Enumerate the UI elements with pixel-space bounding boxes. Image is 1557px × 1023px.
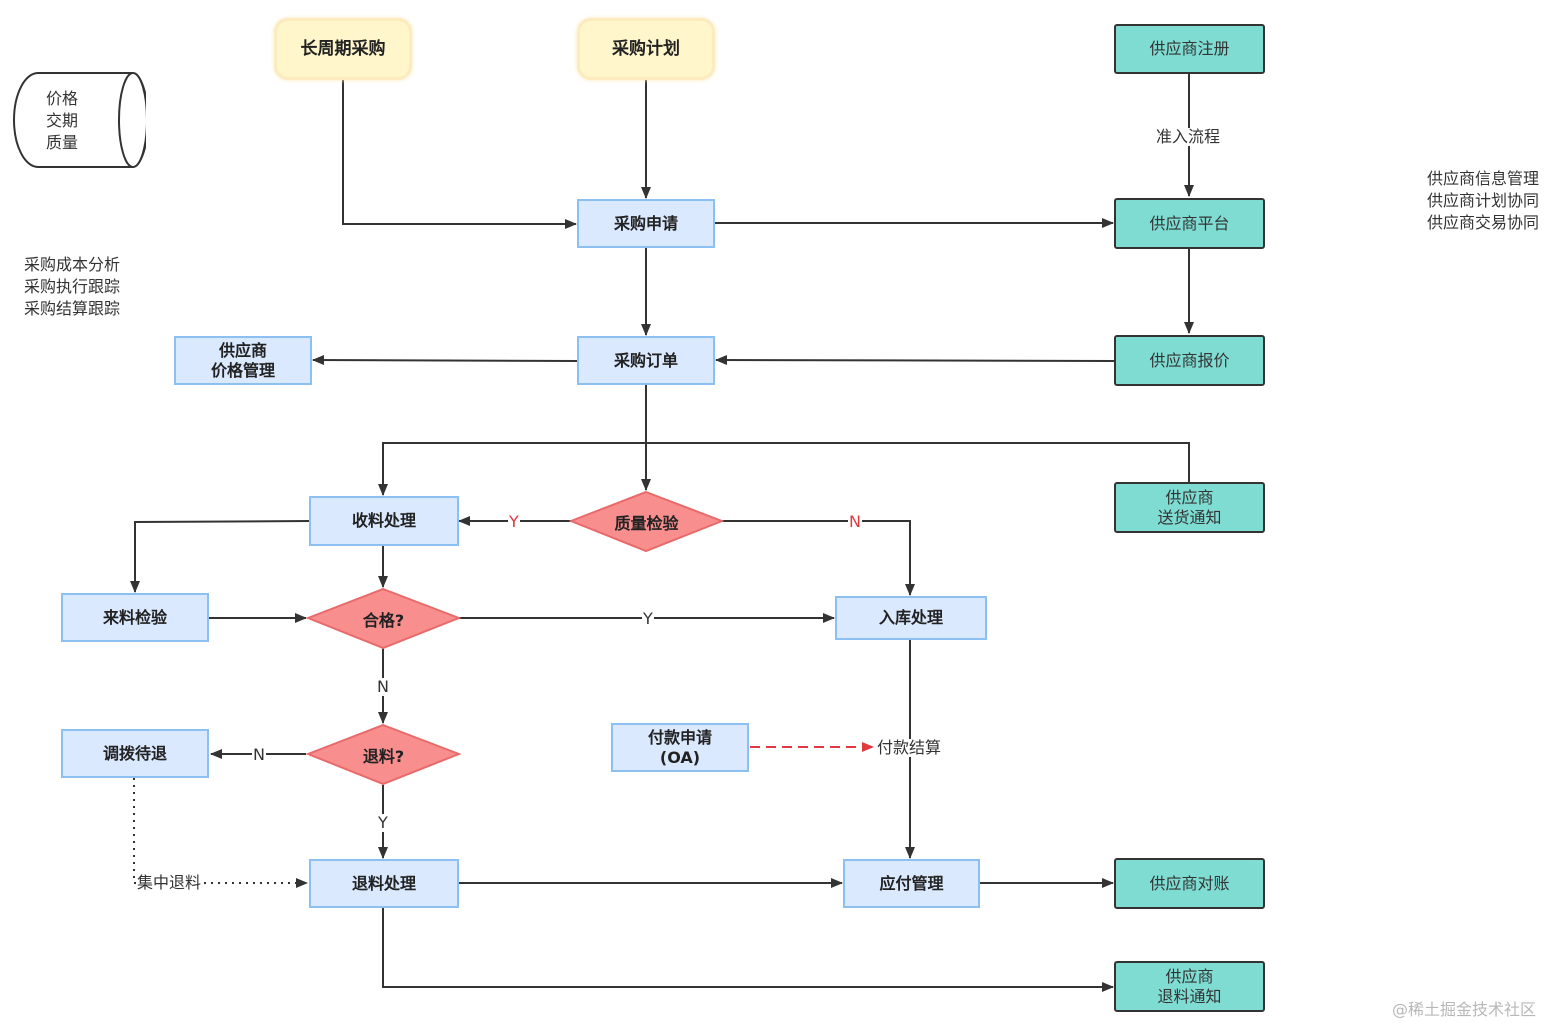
node-transfer-wait-label: 调拨待退 <box>102 743 167 763</box>
node-payable[interactable]: 应付管理 <box>843 859 980 908</box>
cylinder-line1: 价格 <box>46 89 79 108</box>
node-procurement-apply-label: 采购申请 <box>613 213 678 233</box>
edge-receive-to-inspect <box>130 520 311 593</box>
note-right: 供应商信息管理 供应商计划协同 供应商交易协同 <box>1427 168 1539 234</box>
node-transfer-wait[interactable]: 调拨待退 <box>61 729 209 778</box>
label-payment-settle: 付款结算 <box>876 738 943 757</box>
note-left-line1: 采购成本分析 <box>24 255 121 274</box>
label-qc-yes: Y <box>508 512 520 531</box>
node-supplier-platform[interactable]: 供应商平台 <box>1114 198 1265 249</box>
note-left-line3: 采购结算跟踪 <box>24 299 121 318</box>
node-supplier-delivery[interactable]: 供应商 送货通知 <box>1114 482 1265 533</box>
node-payment-apply[interactable]: 付款申请 (OA) <box>611 723 749 772</box>
node-supplier-register-label: 供应商注册 <box>1149 39 1230 59</box>
node-incoming-inspect-label: 来料检验 <box>102 607 167 627</box>
decision-qualified-label: 合格? <box>362 610 405 630</box>
label-admission: 准入流程 <box>1155 127 1222 146</box>
node-receive-label: 收料处理 <box>351 511 416 531</box>
node-supplier-price-l1: 供应商 <box>218 341 267 361</box>
node-return-process[interactable]: 退料处理 <box>309 859 459 908</box>
edge-quality-to-warehouse <box>722 520 915 596</box>
node-payable-label: 应付管理 <box>879 873 944 893</box>
node-supplier-price-l2: 价格管理 <box>210 360 275 380</box>
note-right-line3: 供应商交易协同 <box>1427 213 1540 232</box>
label-qc-no: N <box>848 512 862 531</box>
decision-return-label: 退料? <box>362 746 405 766</box>
decision-quality-check[interactable]: 质量检验 <box>569 490 724 553</box>
node-supplier-quote-label: 供应商报价 <box>1149 350 1230 370</box>
note-right-line1: 供应商信息管理 <box>1427 169 1540 188</box>
node-supplier-delivery-l2: 送货通知 <box>1157 507 1222 527</box>
node-purchase-order-label: 采购订单 <box>613 350 678 370</box>
node-supplier-platform-label: 供应商平台 <box>1149 213 1230 233</box>
node-procurement-plan-label: 采购计划 <box>612 38 680 59</box>
node-receive-process[interactable]: 收料处理 <box>309 496 459 546</box>
node-procurement-plan[interactable]: 采购计划 <box>577 18 715 80</box>
node-supplier-return-notice[interactable]: 供应商 退料通知 <box>1114 961 1265 1012</box>
node-supplier-return-l1: 供应商 <box>1165 967 1214 987</box>
node-supplier-register[interactable]: 供应商注册 <box>1114 24 1265 74</box>
node-warehouse-label: 入库处理 <box>878 608 943 628</box>
edge-process-to-returnnotice <box>382 908 1114 992</box>
note-left: 采购成本分析 采购执行跟踪 采购结算跟踪 <box>24 254 120 320</box>
node-incoming-inspect[interactable]: 来料检验 <box>61 593 209 642</box>
decision-return[interactable]: 退料? <box>306 723 461 786</box>
node-supplier-delivery-l1: 供应商 <box>1165 488 1214 508</box>
watermark: @稀土掘金技术社区 <box>1392 1000 1537 1019</box>
edge-delivery-to-receive <box>378 442 1190 496</box>
edge-quote-to-order <box>715 355 1115 366</box>
label-central-return: 集中退料 <box>136 873 203 892</box>
node-long-cycle-procurement[interactable]: 长周期采购 <box>274 18 412 80</box>
edge-transfer-central-return <box>133 778 308 888</box>
label-qualified-yes: Y <box>642 609 654 628</box>
label-qualified-no: N <box>376 677 390 696</box>
note-right-line2: 供应商计划协同 <box>1427 191 1540 210</box>
edge-order-to-pricemgmt <box>312 355 578 366</box>
node-supplier-return-l2: 退料通知 <box>1157 986 1222 1006</box>
cylinder-line3: 质量 <box>46 133 79 152</box>
node-supplier-price-mgmt[interactable]: 供应商 价格管理 <box>174 336 312 385</box>
node-purchase-order[interactable]: 采购订单 <box>577 336 715 385</box>
cylinder-store: 价格 交期 质量 <box>6 70 146 170</box>
decision-quality-check-label: 质量检验 <box>614 513 679 533</box>
node-supplier-quote[interactable]: 供应商报价 <box>1114 335 1265 386</box>
decision-qualified[interactable]: 合格? <box>306 587 461 650</box>
cylinder-line2: 交期 <box>46 111 79 130</box>
node-long-cycle-label: 长周期采购 <box>300 38 386 59</box>
label-return-no: N <box>252 745 266 764</box>
node-supplier-reconcile[interactable]: 供应商对账 <box>1114 858 1265 909</box>
edge-longcycle-to-apply <box>342 80 577 229</box>
note-left-line2: 采购执行跟踪 <box>24 277 121 296</box>
node-supplier-reconcile-label: 供应商对账 <box>1149 873 1230 893</box>
node-warehouse[interactable]: 入库处理 <box>835 596 987 640</box>
label-return-yes: Y <box>377 813 389 832</box>
node-procurement-apply[interactable]: 采购申请 <box>577 199 715 248</box>
node-payment-apply-l2: (OA) <box>659 747 701 767</box>
node-return-process-label: 退料处理 <box>351 873 416 893</box>
node-payment-apply-l1: 付款申请 <box>647 728 712 748</box>
